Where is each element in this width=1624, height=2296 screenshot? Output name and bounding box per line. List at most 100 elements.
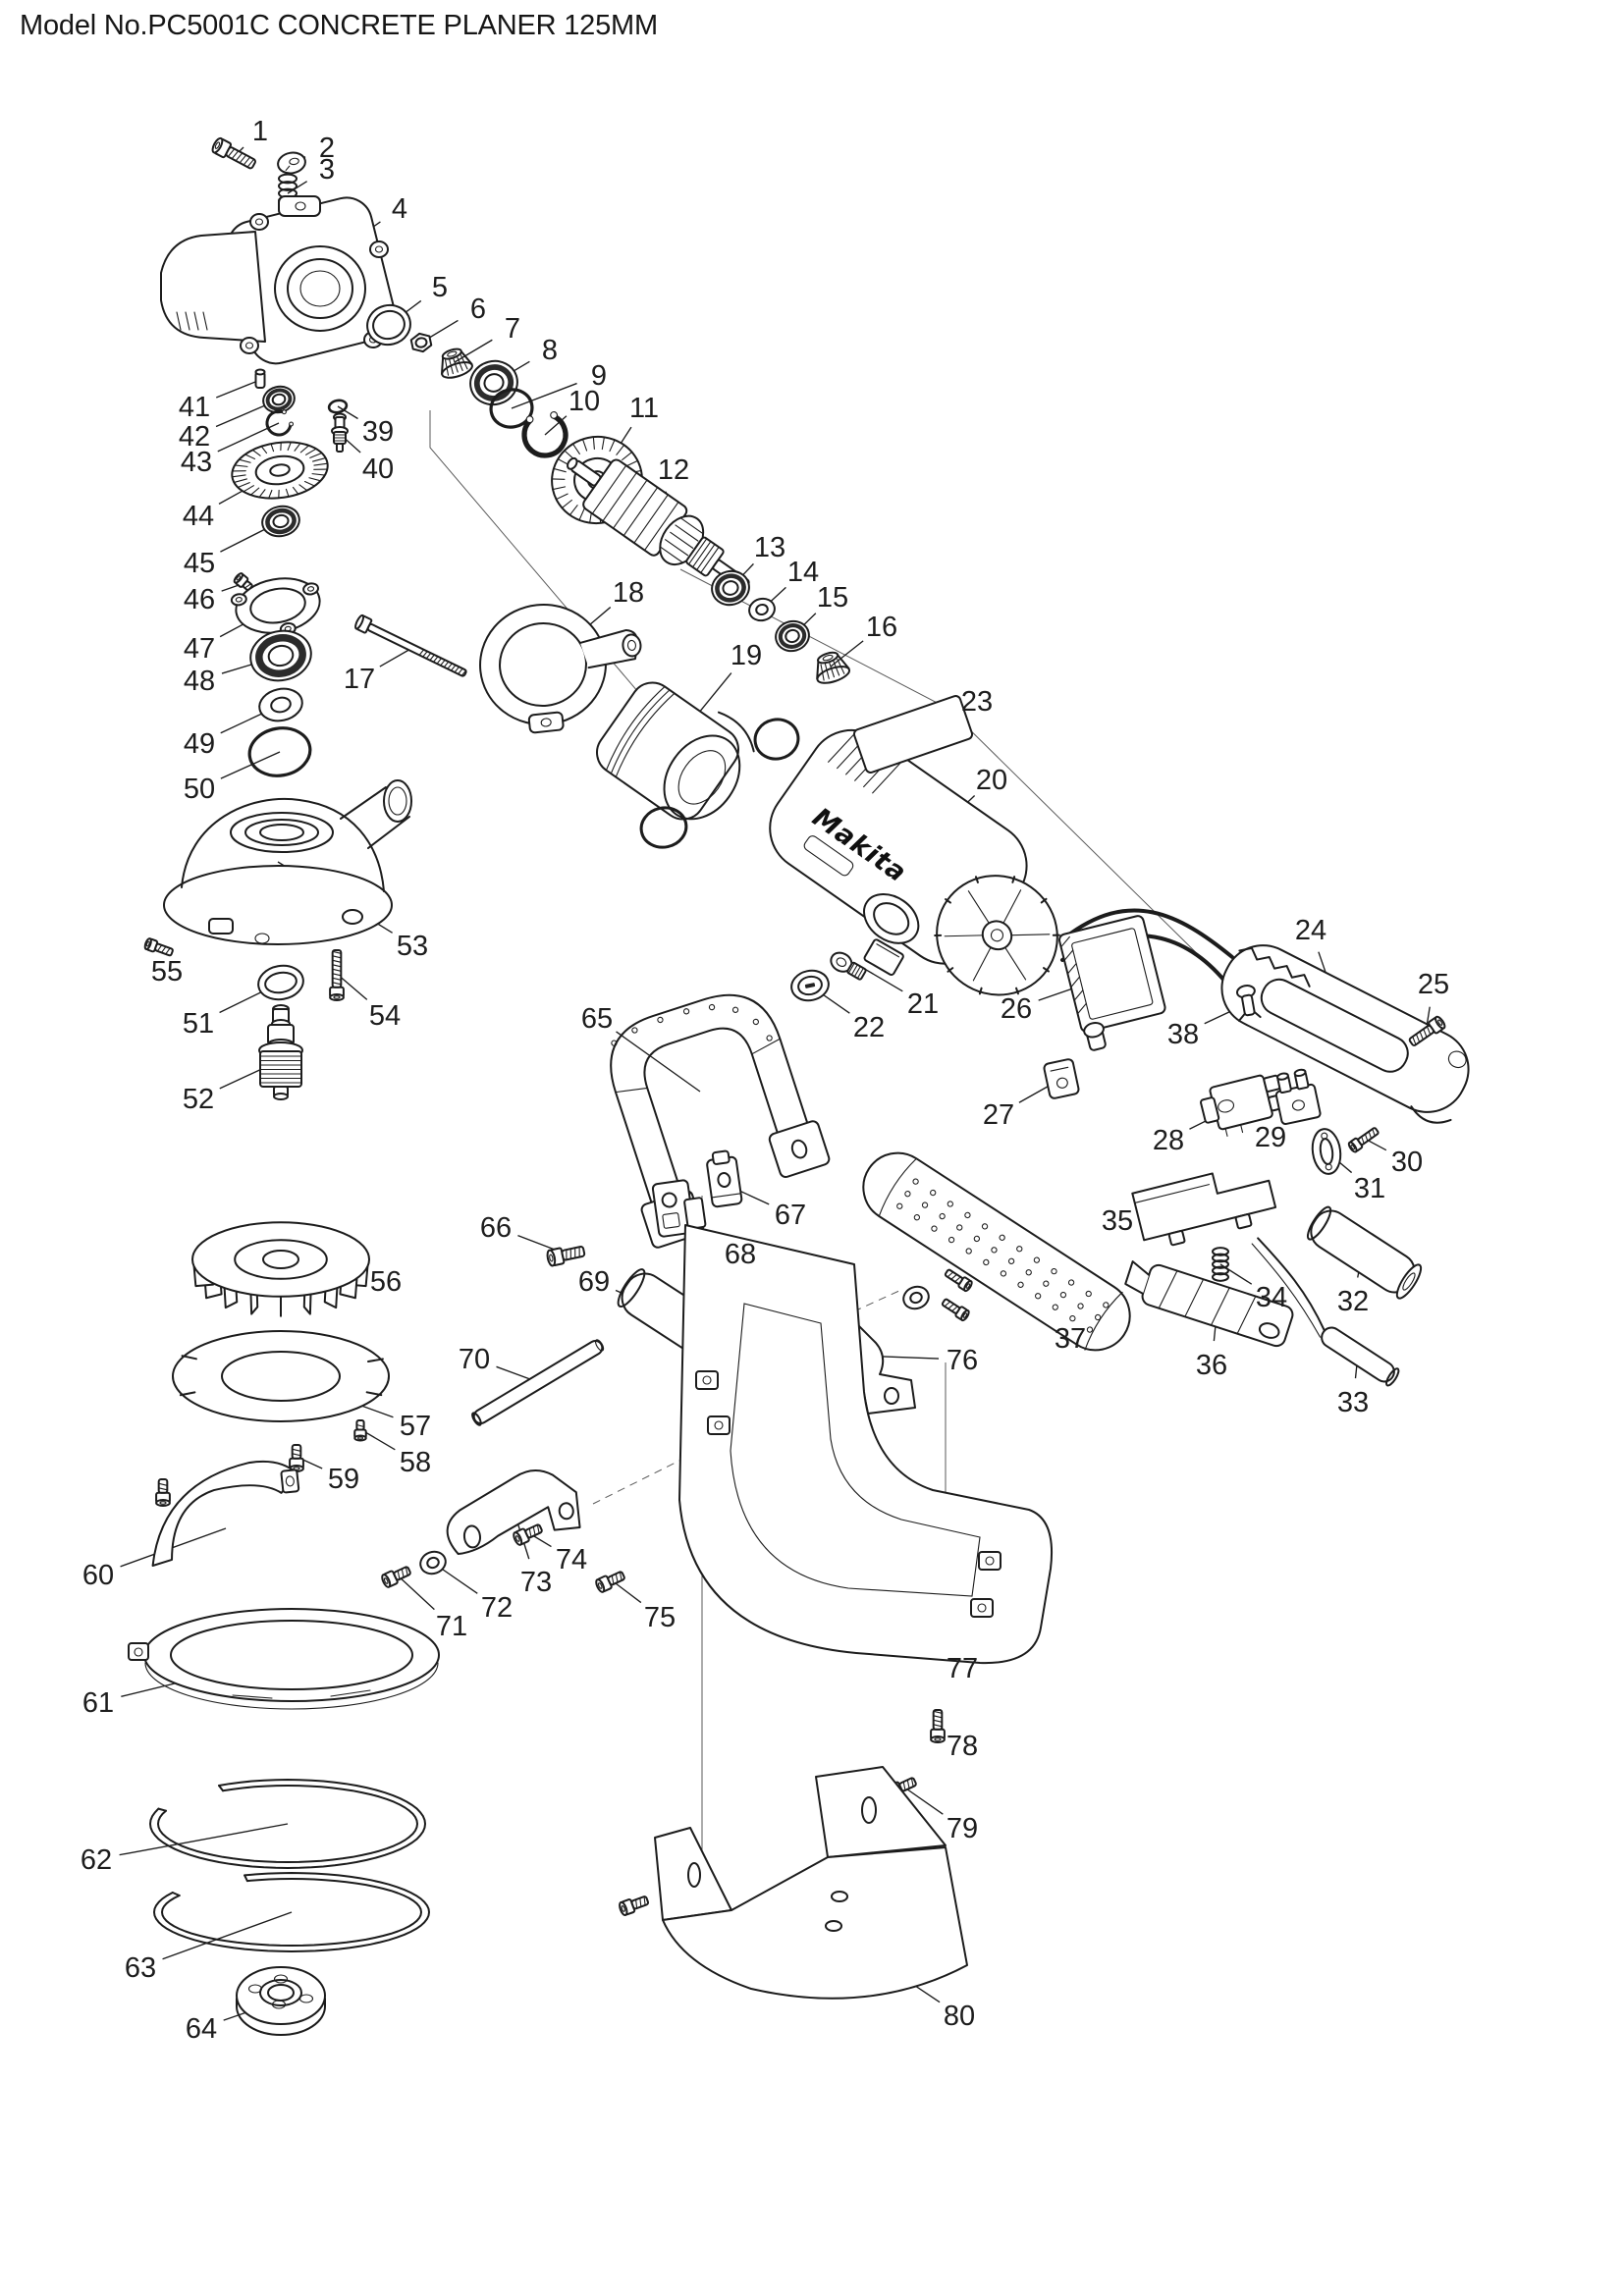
- part-24-drawing: [1220, 944, 1470, 1124]
- part-label-42: 42: [179, 421, 210, 453]
- part-61-drawing: [128, 1608, 440, 1710]
- part-68-drawing: [651, 1179, 707, 1238]
- part-label-53: 53: [397, 931, 428, 962]
- part-label-71: 71: [436, 1611, 467, 1642]
- part-71-drawing: [381, 1566, 411, 1588]
- part-label-24: 24: [1295, 915, 1326, 946]
- part-53-drawing: [163, 779, 412, 945]
- part-label-63: 63: [125, 1952, 156, 1984]
- leader-part-62: [119, 1823, 289, 1856]
- part-4-drawing: [160, 195, 397, 365]
- part-52-drawing: [258, 1004, 303, 1100]
- part-label-66: 66: [480, 1212, 512, 1244]
- part-78-drawing: [930, 1709, 946, 1743]
- part-70-drawing: [471, 1339, 605, 1426]
- part-label-39: 39: [362, 416, 394, 448]
- part-48-drawing: [249, 629, 312, 682]
- part-label-79: 79: [947, 1813, 978, 1844]
- part-45-drawing: [261, 505, 300, 538]
- part-label-6: 6: [470, 294, 486, 325]
- part-label-5: 5: [432, 272, 448, 303]
- part-label-52: 52: [183, 1084, 214, 1115]
- part-44-drawing: [231, 441, 329, 500]
- part-55-drawing: [143, 937, 174, 957]
- part-34-drawing: [1212, 1247, 1229, 1282]
- part-label-55: 55: [151, 956, 183, 988]
- part-label-34: 34: [1256, 1282, 1287, 1313]
- detail-screw-5: [941, 1298, 970, 1322]
- part-label-36: 36: [1196, 1350, 1227, 1381]
- part-label-77: 77: [947, 1653, 978, 1684]
- leader-part-71: [397, 1575, 435, 1611]
- part-27-drawing: [1043, 1058, 1080, 1099]
- detail-oring-2: [639, 806, 688, 849]
- detail-screw-6: [155, 1477, 171, 1507]
- part-label-72: 72: [481, 1592, 513, 1624]
- part-15-drawing: [775, 619, 810, 653]
- part-label-41: 41: [179, 392, 210, 423]
- part-label-10: 10: [568, 386, 600, 417]
- part-33-drawing: [1251, 1237, 1400, 1387]
- part-77-drawing: [678, 1224, 1053, 1665]
- part-2-drawing: [277, 151, 306, 175]
- part-label-30: 30: [1391, 1147, 1423, 1178]
- part-38-drawing: [1235, 985, 1262, 1022]
- part-drawings: Makita: [128, 136, 1470, 2036]
- part-label-15: 15: [817, 582, 848, 614]
- part-30-drawing: [1347, 1127, 1380, 1153]
- part-59-drawing: [289, 1443, 304, 1472]
- part-label-37: 37: [1055, 1323, 1086, 1355]
- part-label-32: 32: [1337, 1286, 1369, 1317]
- part-22-drawing: [790, 969, 830, 1002]
- leader-part-17: [379, 647, 413, 667]
- part-39-drawing: [327, 399, 349, 414]
- part-67-drawing: [706, 1149, 743, 1208]
- part-35-drawing: [1131, 1172, 1277, 1247]
- part-label-26: 26: [1001, 993, 1032, 1025]
- part-label-2: 2: [319, 133, 335, 164]
- part-21-drawing: [830, 938, 904, 981]
- part-54-drawing: [329, 949, 345, 1001]
- part-label-13: 13: [754, 532, 785, 563]
- part-80-drawing: [654, 1766, 968, 2000]
- part-label-28: 28: [1153, 1125, 1184, 1156]
- part-label-57: 57: [400, 1411, 431, 1442]
- part-label-56: 56: [370, 1266, 402, 1298]
- part-37-drawing: [862, 1151, 1131, 1352]
- part-73-drawing: [446, 1469, 581, 1556]
- part-63-drawing: [153, 1872, 430, 1952]
- part-14-drawing: [748, 597, 776, 622]
- part-label-8: 8: [542, 335, 558, 366]
- part-label-1: 1: [252, 116, 268, 147]
- part-label-31: 31: [1354, 1173, 1385, 1204]
- part-label-75: 75: [644, 1602, 676, 1633]
- leader-part-50: [220, 751, 281, 779]
- part-32-drawing: [1306, 1205, 1423, 1300]
- leader-part-7: [454, 339, 493, 363]
- part-label-59: 59: [328, 1464, 359, 1495]
- part-label-49: 49: [184, 728, 215, 760]
- leader-part-9: [511, 382, 577, 409]
- part-74-drawing: [513, 1523, 543, 1546]
- part-58-drawing: [353, 1419, 367, 1442]
- part-label-9: 9: [591, 360, 607, 392]
- part-26-drawing: [1058, 915, 1166, 1051]
- part-75-drawing: [595, 1571, 625, 1593]
- part-label-22: 22: [853, 1012, 885, 1043]
- part-50-drawing: [247, 726, 312, 777]
- part-31-drawing: [1311, 1128, 1342, 1175]
- part-label-65: 65: [581, 1003, 613, 1035]
- part-label-27: 27: [983, 1099, 1014, 1131]
- part-label-58: 58: [400, 1447, 431, 1478]
- part-62-drawing: [149, 1779, 426, 1869]
- part-label-73: 73: [520, 1567, 552, 1598]
- part-20-drawing: Makita: [769, 728, 1060, 996]
- leader-part-65: [616, 1031, 701, 1093]
- part-16-drawing: [816, 651, 851, 684]
- part-label-21: 21: [907, 988, 939, 1020]
- leader-part-10: [544, 415, 568, 436]
- part-label-12: 12: [658, 454, 689, 486]
- lead-wire-1: [1063, 908, 1234, 959]
- part-29-drawing: [1274, 1068, 1322, 1126]
